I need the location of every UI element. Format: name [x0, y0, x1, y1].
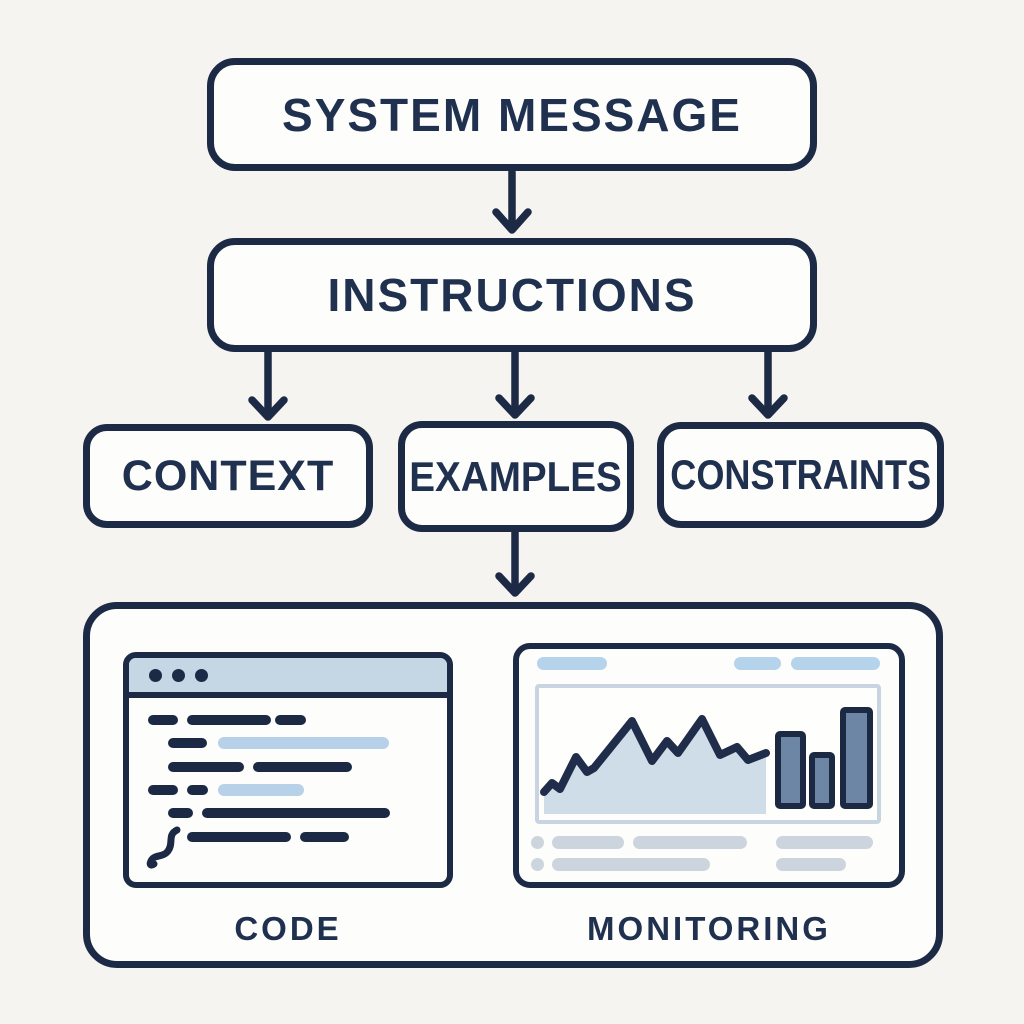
code-caption: CODE: [234, 910, 342, 947]
code-squiggle-icon: [146, 826, 181, 869]
arrow-instructions-to-examples: [495, 348, 535, 419]
arrow-examples-to-output: [495, 528, 535, 597]
row-bar: [552, 858, 710, 871]
node-constraints: CONSTRAINTS: [657, 422, 944, 528]
row-bar: [633, 836, 747, 849]
arrow-instructions-to-constraints: [748, 348, 788, 419]
node-context: CONTEXT: [83, 424, 373, 528]
row-bar: [552, 836, 624, 849]
window-control-dot-icon: [195, 669, 208, 682]
monitoring-caption: MONITORING: [587, 910, 831, 947]
node-instructions-label: INSTRUCTIONS: [327, 269, 697, 321]
dashboard-header-bar: [537, 657, 607, 670]
node-context-label: CONTEXT: [121, 451, 335, 500]
node-system-message-label: SYSTEM MESSAGE: [282, 88, 742, 141]
dashboard-header-bar: [791, 657, 880, 670]
row-bar: [776, 858, 846, 871]
node-examples-label: EXAMPLES: [409, 452, 623, 500]
node-instructions: INSTRUCTIONS: [207, 238, 817, 352]
code-window-icon: [123, 652, 453, 888]
code-window-titlebar: [129, 658, 447, 698]
row-bar: [776, 836, 873, 849]
dashboard-header-bar: [734, 657, 781, 670]
row-bullet-icon: [531, 858, 544, 871]
bar-chart-bar: [809, 752, 835, 809]
node-examples: EXAMPLES: [398, 421, 634, 532]
bar-chart-bar: [840, 707, 873, 809]
node-system-message: SYSTEM MESSAGE: [207, 58, 817, 171]
node-constraints-label: CONSTRAINTS: [670, 451, 931, 498]
line-chart-icon: [540, 715, 770, 814]
row-bullet-icon: [531, 836, 544, 849]
window-control-dot-icon: [149, 669, 162, 682]
bar-chart-bar: [775, 731, 806, 809]
arrow-instructions-to-context: [248, 348, 288, 421]
arrow-system-to-instructions: [492, 168, 532, 234]
window-control-dot-icon: [172, 669, 185, 682]
